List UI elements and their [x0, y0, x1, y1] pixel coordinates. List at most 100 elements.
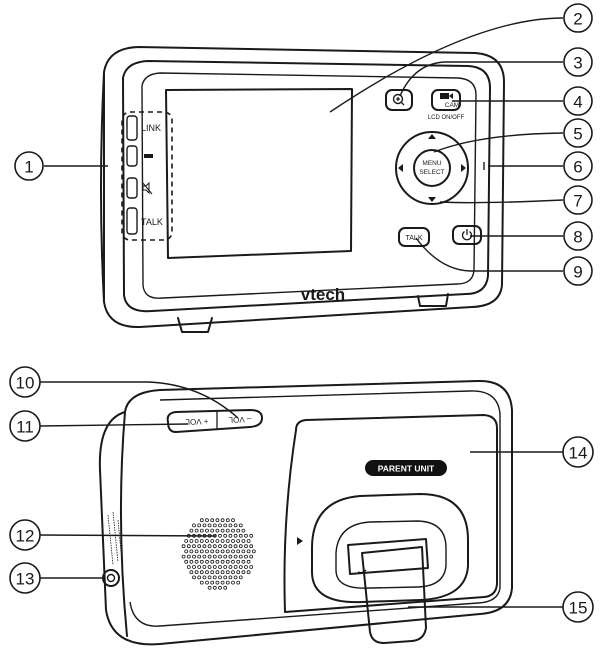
vol-minus-key[interactable]: – VOL: [228, 415, 252, 425]
speaker-hole: [202, 575, 207, 580]
speaker-hole: [231, 580, 235, 585]
callout-15: 15: [569, 599, 588, 618]
speaker-hole: [223, 575, 228, 580]
arrow-down-icon[interactable]: [428, 197, 436, 202]
callout-7-circle: [563, 185, 593, 215]
stand-outer-slot: [311, 493, 469, 604]
speaker-hole: [212, 554, 217, 559]
side-label-text: [107, 511, 122, 566]
speaker-hole: [192, 575, 196, 580]
speaker-hole: [241, 539, 246, 543]
speaker-hole: [197, 565, 202, 569]
speaker-hole: [189, 528, 194, 533]
talk-side-button[interactable]: [126, 207, 138, 235]
speaker-hole: [225, 528, 230, 533]
volume-button[interactable]: [126, 145, 138, 167]
speaker-hole: [186, 565, 191, 569]
speaker-hole: [205, 580, 209, 585]
speaker-hole: [249, 554, 254, 559]
callout-15-circle: [562, 591, 594, 623]
callout-4-circle: [563, 86, 593, 116]
callout-2: 2: [573, 10, 582, 29]
speaker-hole: [220, 518, 225, 523]
speaker-hole: [236, 580, 241, 585]
speaker-hole: [225, 518, 230, 523]
arrow-left-icon[interactable]: [398, 164, 403, 172]
minus-indicator-icon: [144, 154, 153, 158]
speaker-hole: [215, 559, 220, 564]
speaker-hole: [192, 565, 196, 569]
speaker-hole: [192, 554, 196, 559]
leader-9: [415, 237, 563, 272]
cam-button[interactable]: [431, 89, 461, 111]
speaker-hole: [220, 549, 225, 554]
speaker-hole: [233, 575, 238, 580]
speaker-hole: [218, 544, 222, 549]
speaker-hole: [184, 559, 189, 564]
speaker-hole: [238, 533, 243, 538]
speaker-hole: [199, 580, 204, 585]
speaker-hole: [207, 554, 212, 559]
callout-5-circle: [563, 118, 593, 148]
leader-3: [399, 61, 563, 97]
speaker-hole: [215, 539, 220, 543]
speaker-hole: [220, 528, 225, 533]
callout-7: 7: [573, 192, 582, 211]
callout-11: 11: [16, 418, 34, 437]
camera-icon: [440, 93, 453, 99]
menu-select-button[interactable]: [413, 149, 451, 187]
speaker-hole: [218, 575, 222, 580]
speaker-hole: [210, 570, 215, 575]
navigation-pad[interactable]: [395, 131, 469, 205]
power-button[interactable]: [452, 225, 482, 245]
callout-2-circle: [563, 3, 593, 33]
speaker-hole: [215, 570, 220, 575]
callout-leaders: [39, 17, 564, 608]
speaker-hole: [210, 549, 215, 554]
arrow-up-icon[interactable]: [428, 134, 436, 139]
speaker-hole: [225, 559, 230, 564]
speaker-hole: [202, 523, 207, 528]
speaker-hole: [244, 565, 248, 569]
speaker-hole: [202, 565, 207, 569]
back-view: + VOL – VOL PARENT UNIT: [98, 379, 513, 646]
speaker-hole: [202, 544, 207, 549]
speaker-hole: [212, 565, 217, 569]
arrow-right-icon[interactable]: [461, 164, 466, 172]
speaker-hole: [199, 528, 204, 533]
back-side-edge: [119, 411, 128, 637]
speaker-hole: [246, 539, 251, 543]
lcd-on-off-label: LCD ON/OFF: [428, 115, 465, 121]
callout-12: 12: [16, 527, 35, 546]
back-outer-body: [98, 379, 513, 646]
front-view: LINK TALK CAM LCD ON/OFF MENU SELECT: [100, 46, 505, 333]
speaker-hole: [189, 549, 194, 554]
speaker-hole: [215, 580, 220, 585]
folding-stand-leg[interactable]: [361, 546, 427, 644]
leader-2: [329, 17, 564, 113]
talk-button[interactable]: [398, 227, 430, 247]
link-button[interactable]: [126, 115, 138, 141]
speaker-hole: [233, 544, 238, 549]
select-label: SELECT: [419, 169, 444, 176]
speaker-hole: [223, 565, 228, 569]
speaker-hole: [220, 570, 225, 575]
vol-plus-key[interactable]: + VOL: [185, 417, 209, 427]
zoom-button[interactable]: [385, 89, 413, 111]
front-bezel: [122, 60, 491, 313]
speaker-hole: [249, 544, 254, 549]
speaker-hole: [231, 559, 235, 564]
speaker-hole: [192, 544, 196, 549]
leader-10: [40, 381, 239, 419]
speaker-hole: [210, 518, 215, 523]
callout-12-circle: [9, 519, 41, 551]
mute-button[interactable]: [126, 177, 138, 199]
speaker-hole: [207, 544, 212, 549]
speaker-hole: [215, 518, 220, 523]
speaker-hole: [249, 565, 254, 569]
speaker-hole: [236, 549, 241, 554]
callout-5: 5: [573, 125, 582, 144]
speaker-hole: [231, 570, 235, 575]
leader-7: [439, 199, 564, 204]
